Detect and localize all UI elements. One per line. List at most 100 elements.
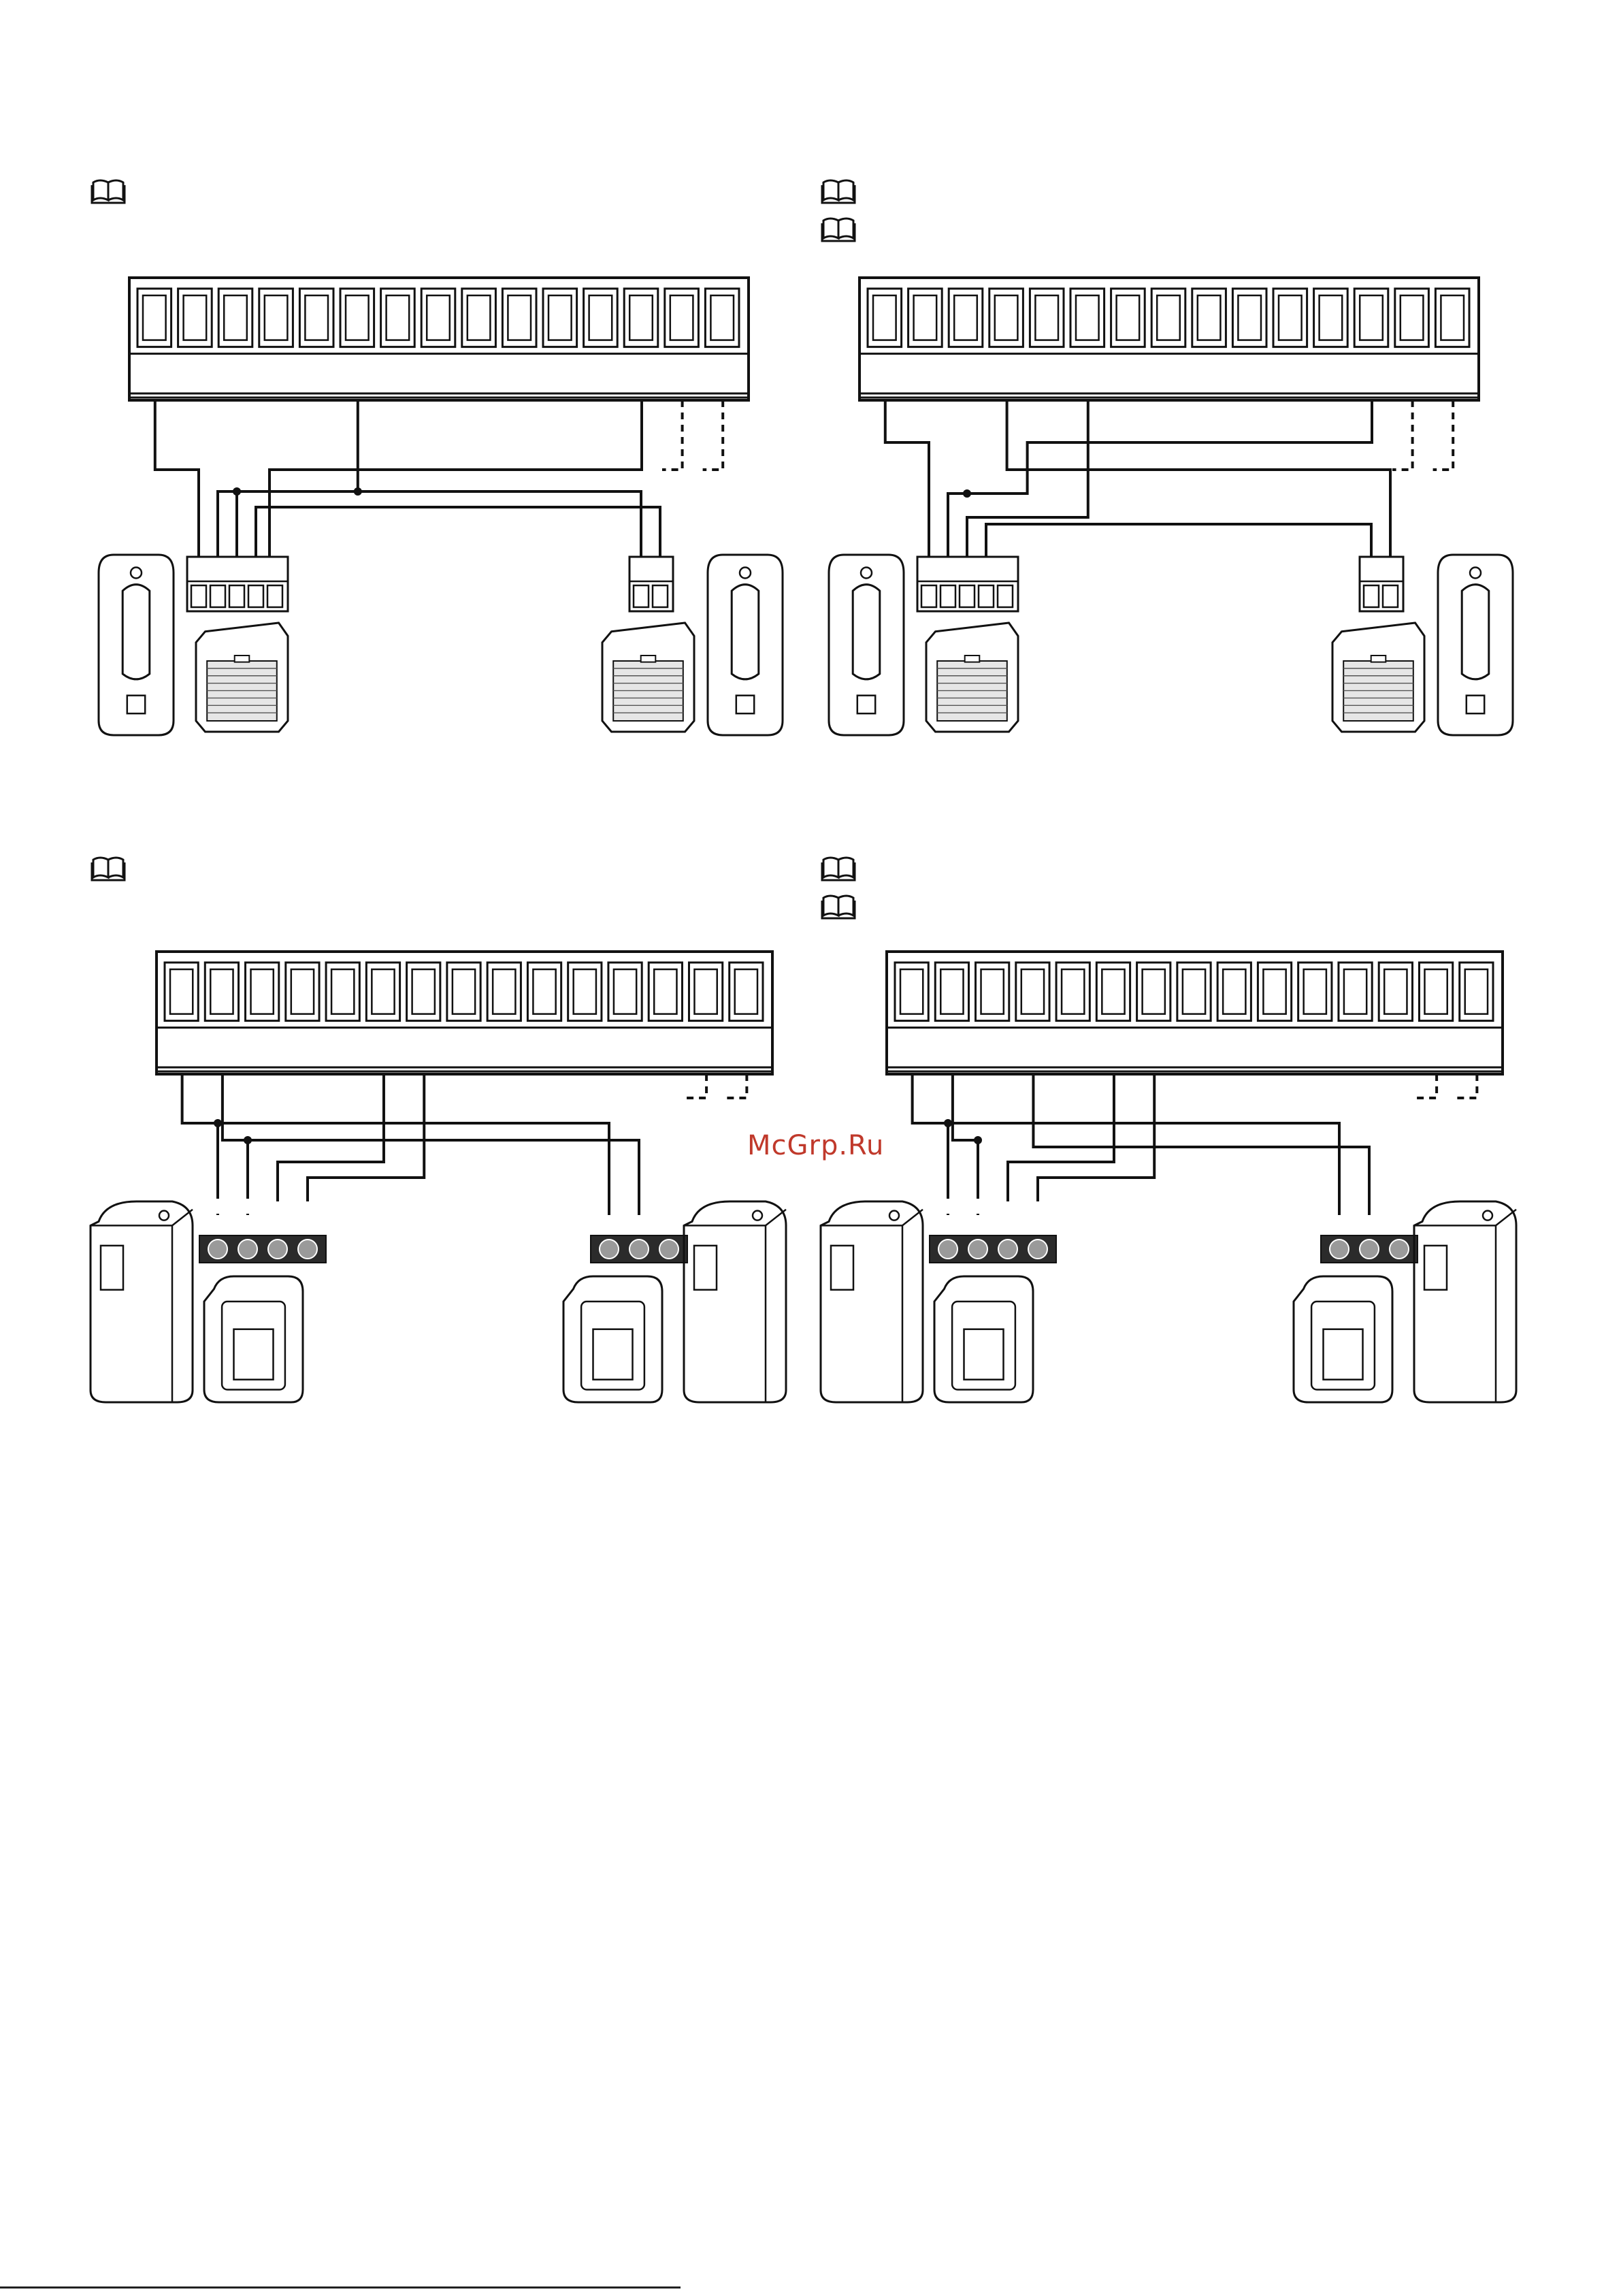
terminal-screw (1320, 295, 1343, 340)
photocell-column (1414, 1201, 1516, 1402)
connector-pin (1360, 1240, 1379, 1259)
terminal-screw (508, 295, 531, 340)
terminal-screw (1263, 969, 1286, 1014)
connector-pin (1028, 1240, 1047, 1259)
book-icon-right (838, 180, 853, 200)
wire-junction (354, 487, 362, 496)
wire (1033, 1074, 1369, 1215)
book-icon-left (823, 219, 838, 238)
photocell-box-lens (593, 1329, 633, 1380)
connector-pin (1330, 1240, 1349, 1259)
watermark-text: McGrp.Ru (747, 1130, 884, 1161)
book-icon-left (93, 858, 108, 877)
book-icon (822, 180, 855, 203)
book-icon-right (838, 896, 853, 916)
terminal-screw (914, 295, 937, 340)
connector-pin (998, 1240, 1017, 1259)
indicator-led (131, 568, 142, 579)
photocell-column-body (684, 1201, 786, 1402)
book-icon-right (838, 219, 853, 238)
terminal-screw (1441, 295, 1464, 340)
photocell-column-body (1414, 1201, 1516, 1402)
terminal-screw (251, 969, 274, 1014)
book-icon-left (93, 180, 108, 200)
terminal-screw (184, 295, 207, 340)
photocell-column-body (821, 1201, 923, 1402)
book-icon-left (823, 180, 838, 200)
terminal-screw (710, 295, 734, 340)
photocell-column (684, 1201, 786, 1402)
transmitter-button (736, 696, 754, 713)
wire (155, 400, 199, 557)
terminal-screw (694, 969, 717, 1014)
connector-pin (208, 1240, 227, 1259)
footer-rule (0, 2286, 681, 2289)
wire (948, 400, 1372, 557)
terminal-screw (735, 969, 757, 1014)
device-terminal-screw (248, 585, 263, 607)
terminal-screw (427, 295, 450, 340)
wire (913, 1074, 948, 1181)
wire-junction (244, 1136, 252, 1144)
wire (308, 1074, 424, 1201)
device-terminal-block (917, 557, 1018, 611)
wire (218, 400, 358, 557)
connector-pin (600, 1240, 619, 1259)
terminal-screw (533, 969, 555, 1014)
terminal-screw (1198, 295, 1221, 340)
photocell-column-body (91, 1201, 193, 1402)
terminal-screw (940, 969, 963, 1014)
device-terminal-screw (921, 585, 936, 607)
receiver-device (196, 623, 288, 732)
receiver-logo (235, 656, 250, 662)
photocell-box (204, 1276, 303, 1402)
terminal-screw (346, 295, 369, 340)
receiver-device (1332, 623, 1424, 732)
terminal-screw (873, 295, 896, 340)
terminal-screw (1076, 295, 1099, 340)
photocell-window (694, 1246, 717, 1290)
wire-junction (214, 1119, 222, 1127)
terminal-screw (331, 969, 354, 1014)
terminal-screw (1424, 969, 1447, 1014)
device-terminal-block (1360, 557, 1403, 611)
terminal-screw (1401, 295, 1424, 340)
book-icon-right (108, 858, 123, 877)
connector-pin (629, 1240, 649, 1259)
optional-wire (662, 400, 683, 470)
terminal-screw (1238, 295, 1261, 340)
terminal-screw (670, 295, 693, 340)
terminal-screw (1183, 969, 1205, 1014)
terminal-screw (1223, 969, 1245, 1014)
terminal-screw (1062, 969, 1084, 1014)
device-terminal-screw (210, 585, 225, 607)
terminal-screw (614, 969, 636, 1014)
optional-wire (1417, 1074, 1437, 1098)
photocell-window (831, 1246, 853, 1290)
terminal-screw (305, 295, 328, 340)
connector-pin (268, 1240, 287, 1259)
wire (278, 1074, 384, 1201)
terminal-screw (654, 969, 676, 1014)
connector-pin (1390, 1240, 1409, 1259)
receiver-logo (1371, 656, 1386, 662)
terminal-screw (1117, 295, 1140, 340)
photocell-box-lens (964, 1329, 1004, 1380)
indicator-led (740, 568, 751, 579)
wire (182, 1074, 218, 1181)
wire (256, 507, 660, 557)
book-icon-right (108, 180, 123, 200)
terminal-screw (954, 295, 977, 340)
diagram-bottom-right (821, 858, 1516, 1402)
terminal-screw (1143, 969, 1165, 1014)
optional-wire (687, 1074, 706, 1098)
book-icon (92, 858, 125, 880)
wire (885, 400, 929, 557)
photocell-box (1294, 1276, 1392, 1402)
terminal-strip (157, 952, 772, 1074)
book-icon (822, 896, 855, 918)
transmitter-button (127, 696, 145, 713)
terminal-screw (224, 295, 247, 340)
device-terminal-screw (960, 585, 975, 607)
